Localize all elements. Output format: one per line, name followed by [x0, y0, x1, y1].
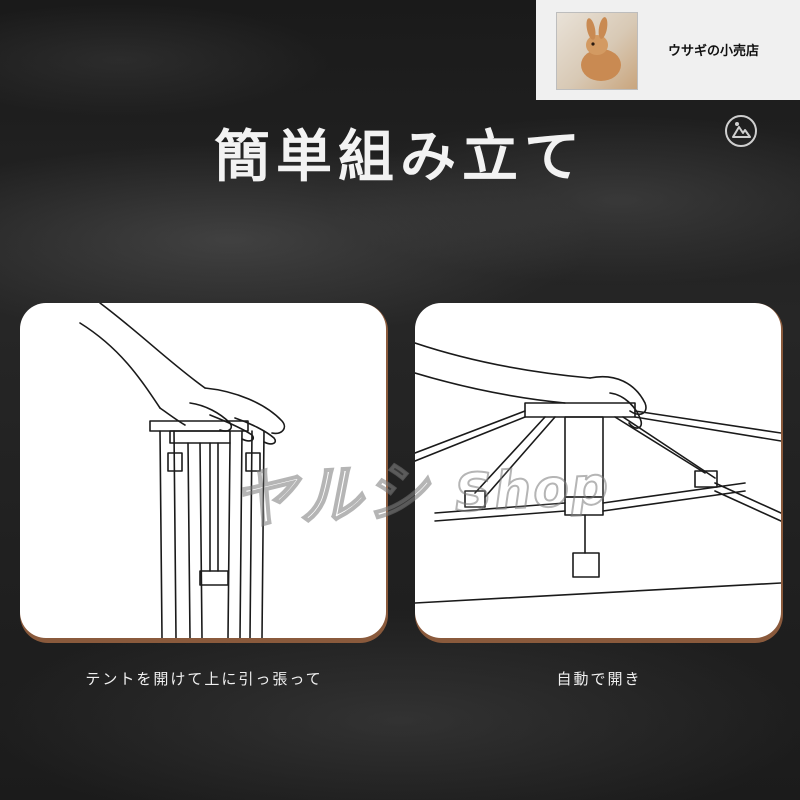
store-name[interactable]: ウサギの小売店 — [668, 44, 760, 59]
mountain-badge-icon[interactable] — [724, 114, 758, 148]
page-title: 簡単組み立て — [214, 124, 586, 190]
store-avatar — [556, 12, 638, 90]
step-panel-1 — [20, 303, 388, 643]
watermark-main: ヤルシ — [230, 454, 434, 540]
step-caption-1: テントを開けて上に引っ張って — [85, 670, 323, 688]
store-card[interactable]: ウサギの小売店 — [536, 0, 800, 100]
step-illustration-2 — [415, 303, 781, 638]
step-caption-2: 自動で開き — [556, 670, 642, 688]
tent-auto-open-illustration — [415, 342, 781, 604]
rabbit-icon — [581, 17, 621, 81]
step-illustration-1 — [20, 303, 386, 638]
tent-pull-illustration — [79, 303, 286, 638]
step-panel-2 — [415, 303, 783, 643]
watermark-sub: Shop — [452, 455, 612, 525]
